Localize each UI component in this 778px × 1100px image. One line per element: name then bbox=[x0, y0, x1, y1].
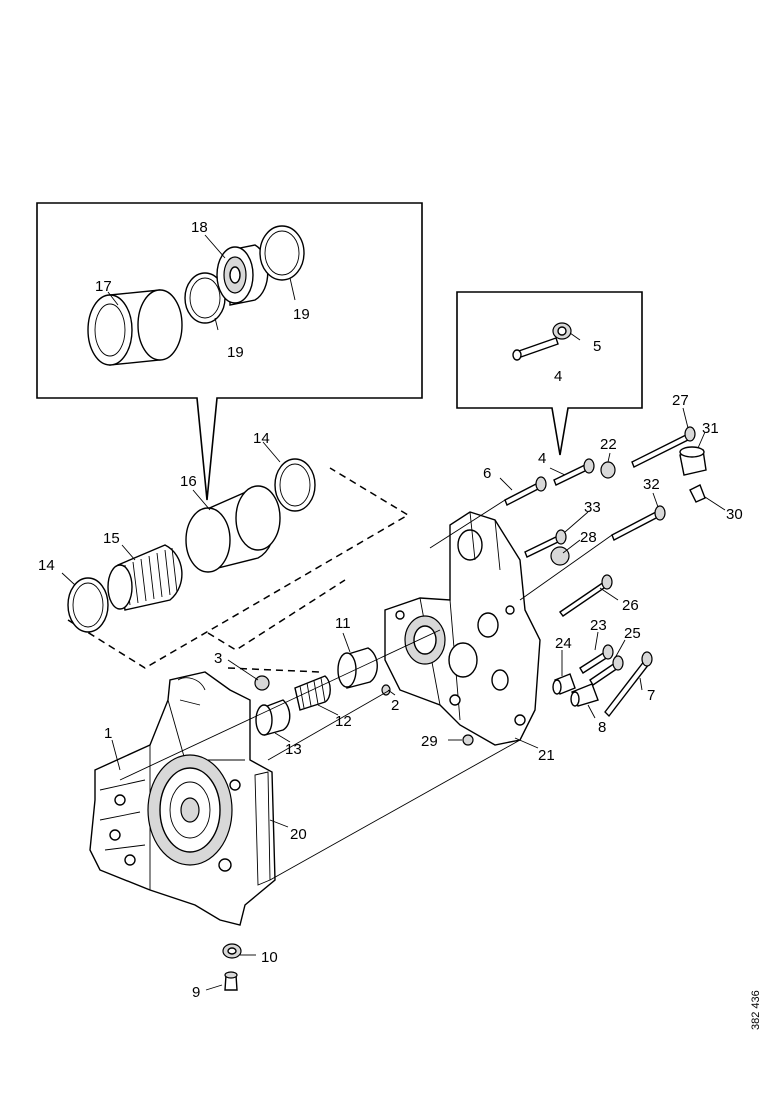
plug-part-28 bbox=[550, 546, 570, 566]
callout-25: 25 bbox=[624, 625, 641, 642]
sleeve-part-24 bbox=[552, 673, 576, 695]
spring-part-15 bbox=[107, 544, 183, 611]
callout-7: 7 bbox=[647, 687, 655, 704]
callout-27: 27 bbox=[672, 392, 689, 409]
callout-24: 24 bbox=[555, 635, 572, 652]
callout-23: 23 bbox=[590, 617, 607, 634]
stud-part-4 bbox=[512, 337, 559, 361]
callout-leaders bbox=[61, 234, 726, 991]
callout-16: 16 bbox=[180, 473, 197, 490]
ring-part-14-left bbox=[67, 577, 109, 633]
callout-30: 30 bbox=[726, 506, 743, 523]
callout-19-inner: 19 bbox=[227, 344, 244, 361]
spring-part-12 bbox=[294, 675, 331, 711]
bolt-part-27 bbox=[631, 426, 696, 468]
washer-part-10 bbox=[222, 943, 242, 959]
callout-21: 21 bbox=[538, 747, 555, 764]
screw-part-3 bbox=[254, 675, 270, 691]
sleeve-part-11 bbox=[337, 647, 378, 689]
ring-part-19-inner bbox=[184, 272, 226, 324]
valve-body-part-21 bbox=[384, 511, 541, 746]
callout-10: 10 bbox=[261, 949, 278, 966]
callout-17: 17 bbox=[95, 278, 112, 295]
screw-part-29 bbox=[462, 734, 474, 746]
callout-6: 6 bbox=[483, 465, 491, 482]
callout-15: 15 bbox=[103, 530, 120, 547]
callout-11: 11 bbox=[335, 615, 351, 632]
ring-part-19-outer bbox=[259, 225, 305, 281]
nut-part-5 bbox=[552, 322, 572, 340]
callout-31: 31 bbox=[702, 420, 719, 437]
detail-inset-stud bbox=[456, 291, 643, 456]
callout-20: 20 bbox=[290, 826, 307, 843]
callout-13: 13 bbox=[285, 741, 302, 758]
sleeve-part-13 bbox=[255, 699, 291, 736]
bolt-part-32 bbox=[611, 505, 666, 541]
callout-33: 33 bbox=[584, 499, 601, 516]
bolt-part-33 bbox=[524, 529, 567, 558]
callout-29: 29 bbox=[421, 733, 438, 750]
sleeve-part-8 bbox=[570, 683, 599, 707]
callout-4-bolt: 4 bbox=[538, 450, 546, 467]
callout-28: 28 bbox=[580, 529, 597, 546]
ring-part-14-right bbox=[274, 458, 316, 512]
bolt-part-26 bbox=[559, 574, 613, 617]
plug-part-31 bbox=[679, 446, 707, 476]
assembly-lines bbox=[119, 499, 613, 881]
callout-32: 32 bbox=[643, 476, 660, 493]
callout-26: 26 bbox=[622, 597, 639, 614]
plug-part-9 bbox=[224, 971, 238, 991]
callout-9: 9 bbox=[192, 984, 200, 1001]
callout-3: 3 bbox=[214, 650, 222, 667]
callout-2: 2 bbox=[391, 697, 399, 714]
callout-19-outer: 19 bbox=[293, 306, 310, 323]
housing-part-1 bbox=[89, 671, 276, 926]
callout-8: 8 bbox=[598, 719, 606, 736]
drawing-reference-code: 382 436 bbox=[750, 990, 762, 1030]
bolt-part-6 bbox=[504, 476, 547, 506]
piston-part-18 bbox=[216, 244, 269, 306]
callout-22: 22 bbox=[600, 436, 617, 453]
callout-12: 12 bbox=[335, 713, 352, 730]
detail-inset-sleeves bbox=[36, 202, 423, 501]
callout-14-left: 14 bbox=[38, 557, 55, 574]
callout-1: 1 bbox=[104, 725, 112, 742]
bolt-part-23 bbox=[579, 644, 614, 674]
bolt-part-7 bbox=[604, 651, 653, 718]
callout-18: 18 bbox=[191, 219, 208, 236]
nut-part-22 bbox=[600, 461, 616, 479]
callout-14-right: 14 bbox=[253, 430, 270, 447]
callout-labels: 1 2 3 4 4 5 6 7 8 9 10 11 12 13 14 14 15… bbox=[38, 219, 743, 1001]
callout-4-inset: 4 bbox=[554, 368, 562, 385]
fitting-part-30 bbox=[689, 484, 706, 503]
bolt-part-4 bbox=[553, 458, 595, 486]
sleeve-part-16 bbox=[185, 485, 281, 573]
dashed-assembly-lines bbox=[67, 467, 410, 673]
sleeve-part-17 bbox=[87, 289, 183, 366]
callout-5: 5 bbox=[593, 338, 601, 355]
